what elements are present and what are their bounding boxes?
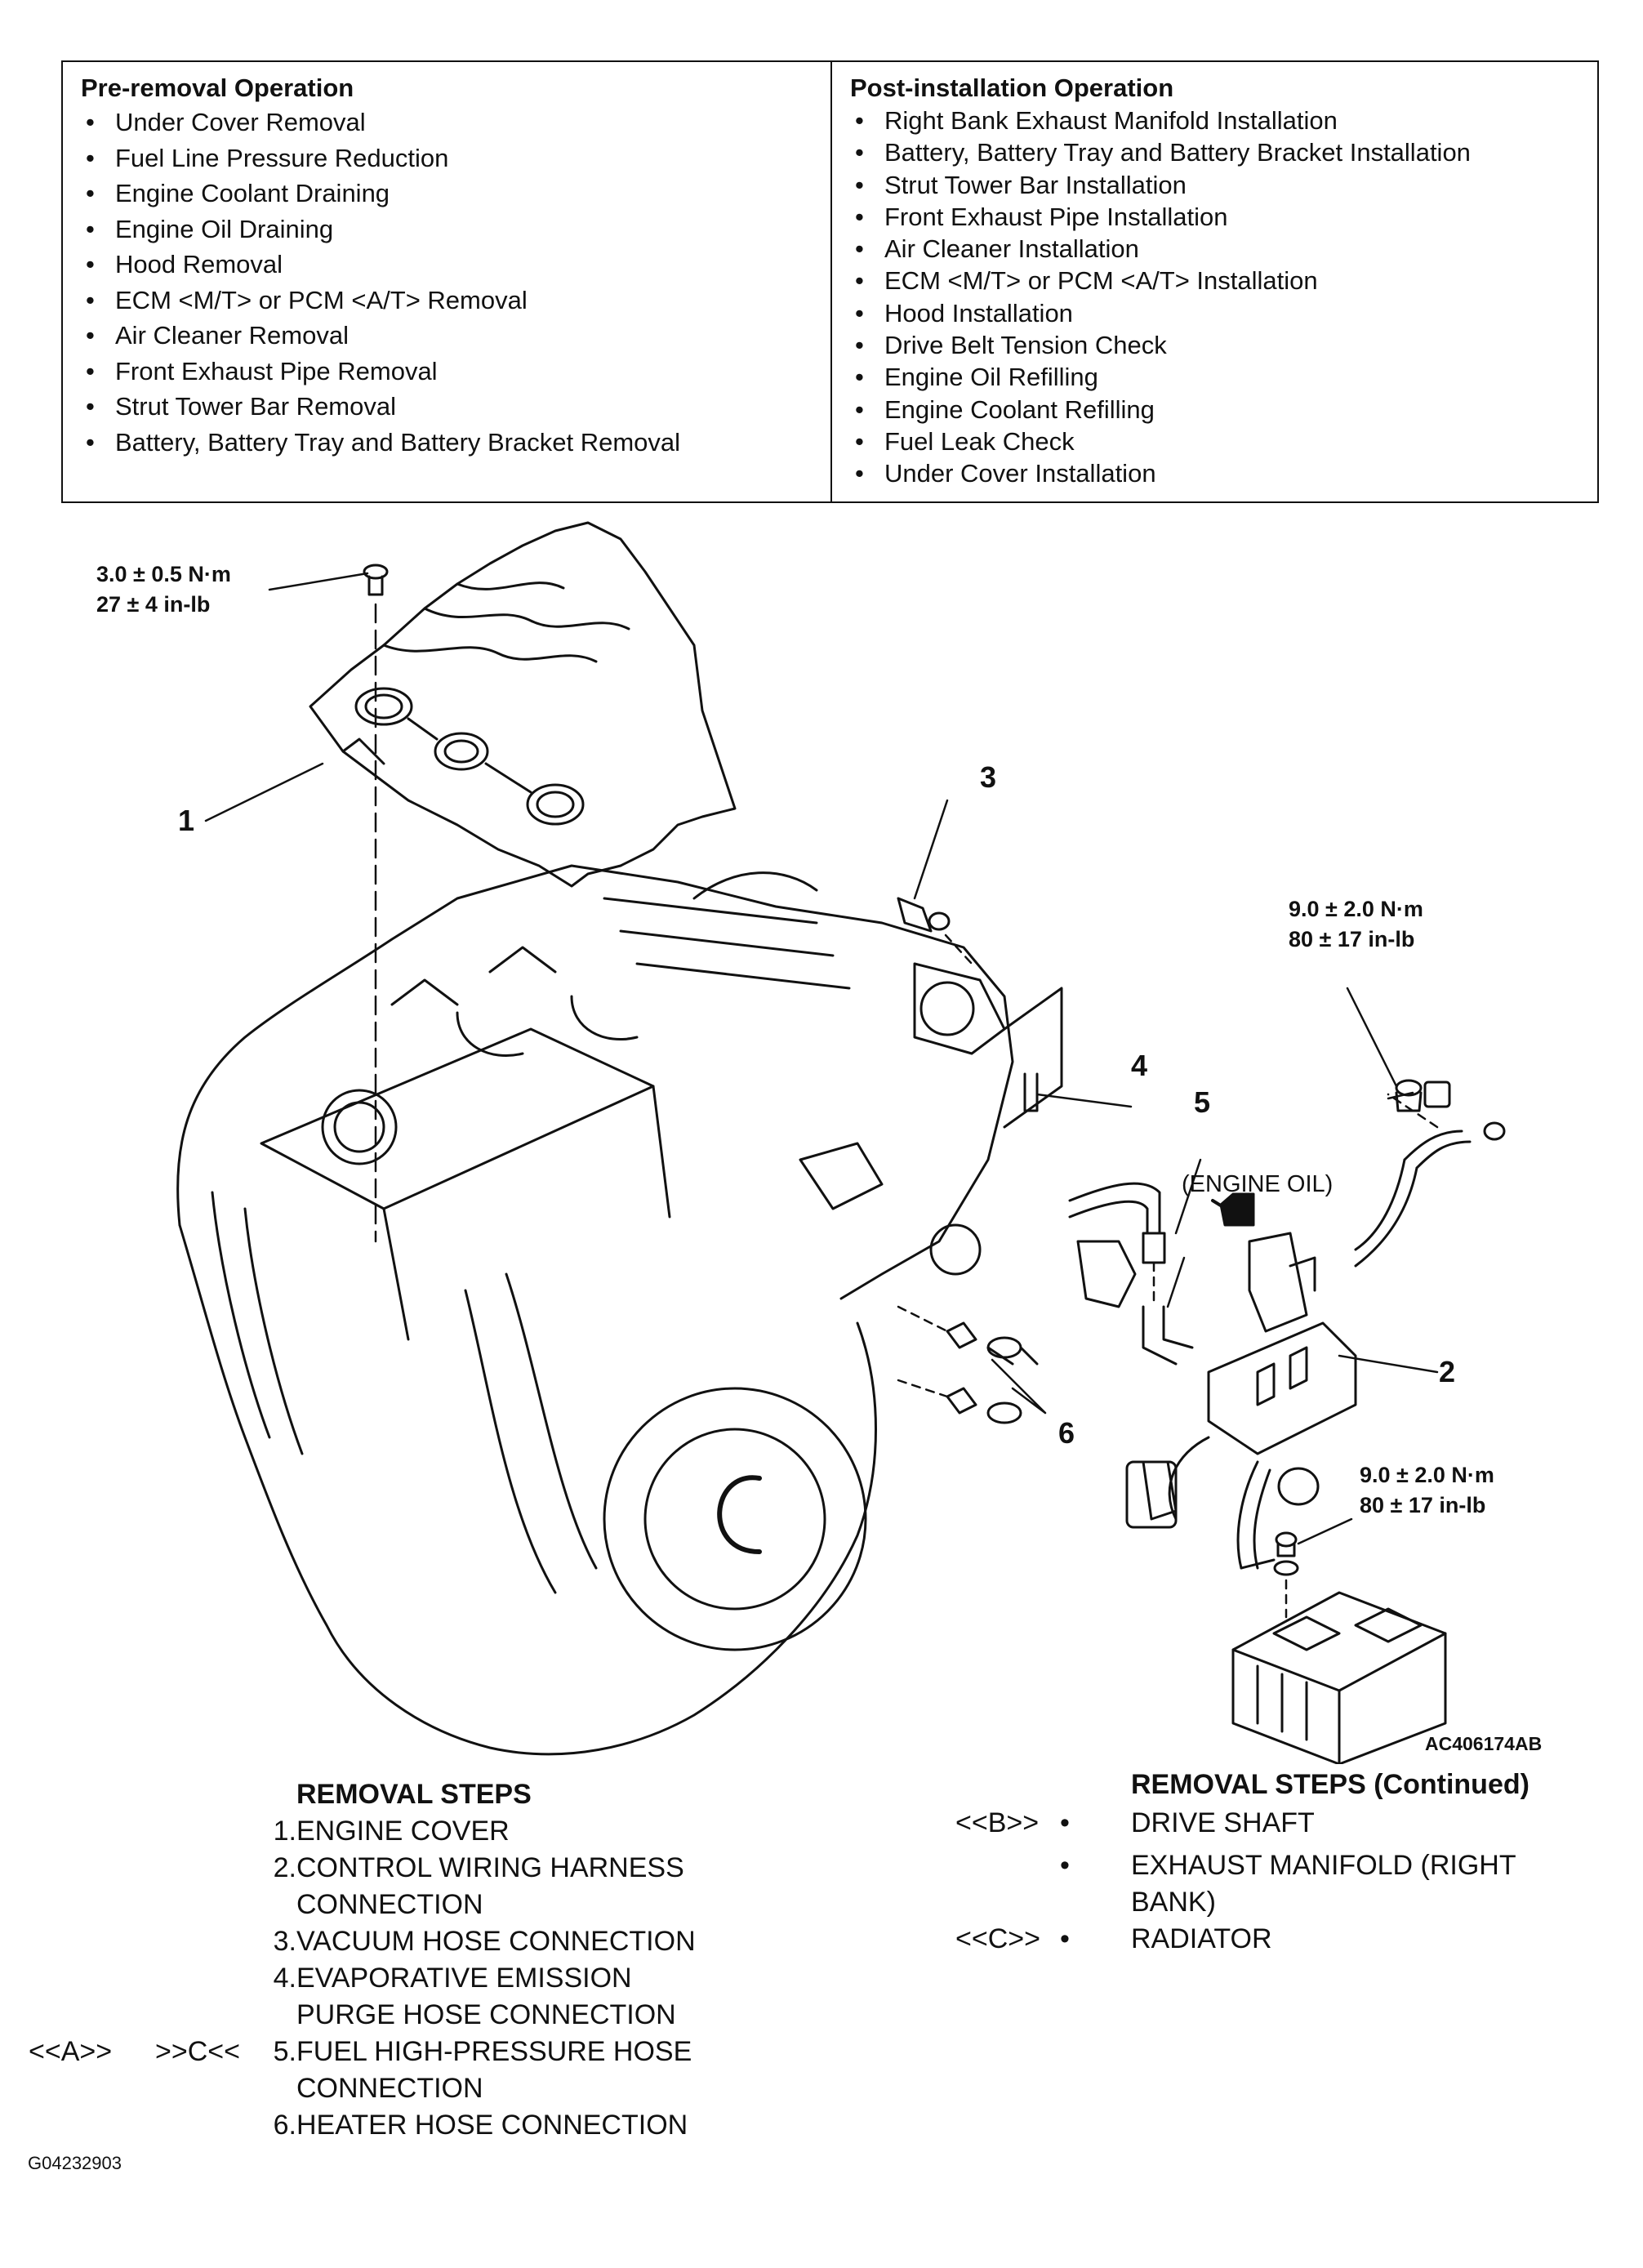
oil-can-icon bbox=[1211, 1192, 1255, 1227]
callout-1: 1 bbox=[178, 804, 195, 837]
step-text: RADIATOR bbox=[1131, 1923, 1272, 1954]
step-text: DRIVE SHAFT bbox=[1131, 1807, 1315, 1838]
purge-hose-drawing bbox=[1023, 1072, 1039, 1112]
step-text: EVAPORATIVE EMISSION bbox=[296, 1963, 632, 1994]
step-text: EXHAUST MANIFOLD (RIGHT bbox=[1131, 1850, 1516, 1881]
torque-value-nm: 9.0 ± 2.0 N·m bbox=[1289, 897, 1423, 921]
list-item: Engine Oil Draining bbox=[81, 212, 830, 247]
list-item: CONNECTION bbox=[249, 2070, 755, 2107]
list-item: 4. EVAPORATIVE EMISSION bbox=[249, 1960, 755, 1997]
list-item: ECM <M/T> or PCM <A/T> Removal bbox=[81, 283, 830, 319]
pre-removal-title: Pre-removal Operation bbox=[81, 74, 354, 102]
step5-ref-a: <<A>> bbox=[29, 2036, 113, 2067]
callout-4: 4 bbox=[1131, 1049, 1148, 1082]
list-item: Under Cover Removal bbox=[81, 105, 830, 140]
removal-steps-continued-title: REMOVAL STEPS (Continued) bbox=[1131, 1769, 1529, 1800]
list-item: Fuel Line Pressure Reduction bbox=[81, 140, 830, 176]
list-item: PURGE HOSE CONNECTION bbox=[249, 1997, 755, 2034]
torque-value-inlb: 80 ± 17 in-lb bbox=[1360, 1493, 1486, 1517]
operations-table: Pre-removal Operation Under Cover Remova… bbox=[61, 60, 1599, 503]
list-item: Strut Tower Bar Removal bbox=[81, 389, 830, 425]
step-number: 5. bbox=[273, 2036, 296, 2067]
bullet: • bbox=[1060, 1850, 1070, 1881]
list-item: 6. HEATER HOSE CONNECTION bbox=[249, 2107, 755, 2144]
harness-nut-torque-bottom: 9.0 ± 2.0 N·m 80 ± 17 in-lb bbox=[1360, 1460, 1494, 1521]
step-number: 3. bbox=[273, 1926, 296, 1957]
ref-b: <<B>> bbox=[955, 1807, 1040, 1838]
step5-ref-c: >>C<< bbox=[155, 2036, 240, 2067]
step-text: ENGINE COVER bbox=[296, 1816, 510, 1847]
figure-id: AC406174AB bbox=[1425, 1733, 1543, 1754]
list-item: 3. VACUUM HOSE CONNECTION bbox=[249, 1923, 755, 1960]
list-item: Strut Tower Bar Installation bbox=[850, 169, 1597, 202]
post-installation-list: Right Bank Exhaust Manifold Installation… bbox=[850, 105, 1597, 490]
torque-value-nm: 9.0 ± 2.0 N·m bbox=[1360, 1463, 1494, 1487]
list-item: 1. ENGINE COVER bbox=[249, 1813, 755, 1850]
step-text: CONNECTION bbox=[296, 2073, 483, 2104]
list-item: Front Exhaust Pipe Installation bbox=[850, 201, 1597, 234]
list-item: Engine Coolant Draining bbox=[81, 176, 830, 212]
removal-steps-title: REMOVAL STEPS bbox=[296, 1779, 532, 1810]
step-number: 1. bbox=[273, 1816, 296, 1847]
heater-hose-drawing bbox=[897, 1305, 1039, 1424]
cover-bolt-drawing bbox=[363, 564, 389, 1243]
post-installation-title: Post-installation Operation bbox=[850, 74, 1174, 102]
step-number: 2. bbox=[273, 1852, 296, 1883]
callout-2: 2 bbox=[1439, 1355, 1456, 1388]
list-item: Battery, Battery Tray and Battery Bracke… bbox=[81, 425, 830, 461]
list-item: Engine Oil Refilling bbox=[850, 361, 1597, 394]
torque-value-nm: 3.0 ± 0.5 N·m bbox=[96, 562, 231, 586]
engine-exploded-diagram bbox=[176, 521, 1506, 1764]
callout-5: 5 bbox=[1194, 1085, 1211, 1119]
callout-3: 3 bbox=[980, 760, 997, 794]
torque-value-inlb: 80 ± 17 in-lb bbox=[1289, 927, 1415, 951]
list-item: ECM <M/T> or PCM <A/T> Installation bbox=[850, 265, 1597, 297]
relay-box-drawing bbox=[1231, 1591, 1447, 1764]
bullet: • bbox=[1060, 1807, 1070, 1838]
callout-6: 6 bbox=[1058, 1416, 1075, 1450]
step-text: CONNECTION bbox=[296, 1889, 483, 1920]
list-item: Under Cover Installation bbox=[850, 457, 1597, 490]
fuel-hose-drawing bbox=[1068, 1182, 1194, 1366]
cover-bolt-torque: 3.0 ± 0.5 N·m 27 ± 4 in-lb bbox=[96, 559, 231, 620]
list-item: Air Cleaner Installation bbox=[850, 233, 1597, 265]
list-item: Front Exhaust Pipe Removal bbox=[81, 354, 830, 390]
list-item: Drive Belt Tension Check bbox=[850, 329, 1597, 362]
engine-block-drawing bbox=[176, 864, 1063, 1756]
pre-removal-list: Under Cover Removal Fuel Line Pressure R… bbox=[81, 105, 830, 460]
post-installation-column: Post-installation Operation Right Bank E… bbox=[832, 62, 1597, 501]
step-text: VACUUM HOSE CONNECTION bbox=[296, 1926, 696, 1957]
step-text: FUEL HIGH-PRESSURE HOSE bbox=[296, 2036, 692, 2067]
engine-cover-drawing bbox=[309, 521, 737, 888]
list-item: Right Bank Exhaust Manifold Installation bbox=[850, 105, 1597, 137]
step-text: BANK) bbox=[1131, 1887, 1216, 1918]
step-number: 6. bbox=[273, 2110, 296, 2141]
engine-oil-note: (ENGINE OIL) bbox=[1182, 1171, 1334, 1197]
torque-value-inlb: 27 ± 4 in-lb bbox=[96, 592, 211, 617]
list-item: 5. FUEL HIGH-PRESSURE HOSE bbox=[249, 2034, 755, 2070]
harness-bolt-torque-top: 9.0 ± 2.0 N·m 80 ± 17 in-lb bbox=[1289, 894, 1423, 955]
bullet: • bbox=[1060, 1923, 1070, 1954]
leader-lines bbox=[204, 572, 1439, 1545]
footer-code: G04232903 bbox=[28, 2153, 122, 2173]
step-number: 4. bbox=[273, 1963, 296, 1994]
step-text: HEATER HOSE CONNECTION bbox=[296, 2110, 688, 2141]
list-item: CONNECTION bbox=[249, 1887, 755, 1923]
step-text: CONTROL WIRING HARNESS bbox=[296, 1852, 684, 1883]
ref-c: <<C>> bbox=[955, 1923, 1040, 1954]
list-item: Battery, Battery Tray and Battery Bracke… bbox=[850, 136, 1597, 169]
list-item: 2. CONTROL WIRING HARNESS bbox=[249, 1850, 755, 1887]
removal-steps: REMOVAL STEPS 1. ENGINE COVER 2. CONTROL… bbox=[249, 1776, 755, 2144]
step-text: PURGE HOSE CONNECTION bbox=[296, 1999, 676, 2030]
list-item: Engine Coolant Refilling bbox=[850, 394, 1597, 426]
wiring-harness-drawing bbox=[1125, 1079, 1506, 1619]
list-item: Hood Installation bbox=[850, 297, 1597, 330]
list-item: Air Cleaner Removal bbox=[81, 318, 830, 354]
list-item: Hood Removal bbox=[81, 247, 830, 283]
vacuum-hose-drawing bbox=[897, 897, 973, 965]
list-item: Fuel Leak Check bbox=[850, 426, 1597, 458]
pre-removal-column: Pre-removal Operation Under Cover Remova… bbox=[63, 62, 832, 501]
